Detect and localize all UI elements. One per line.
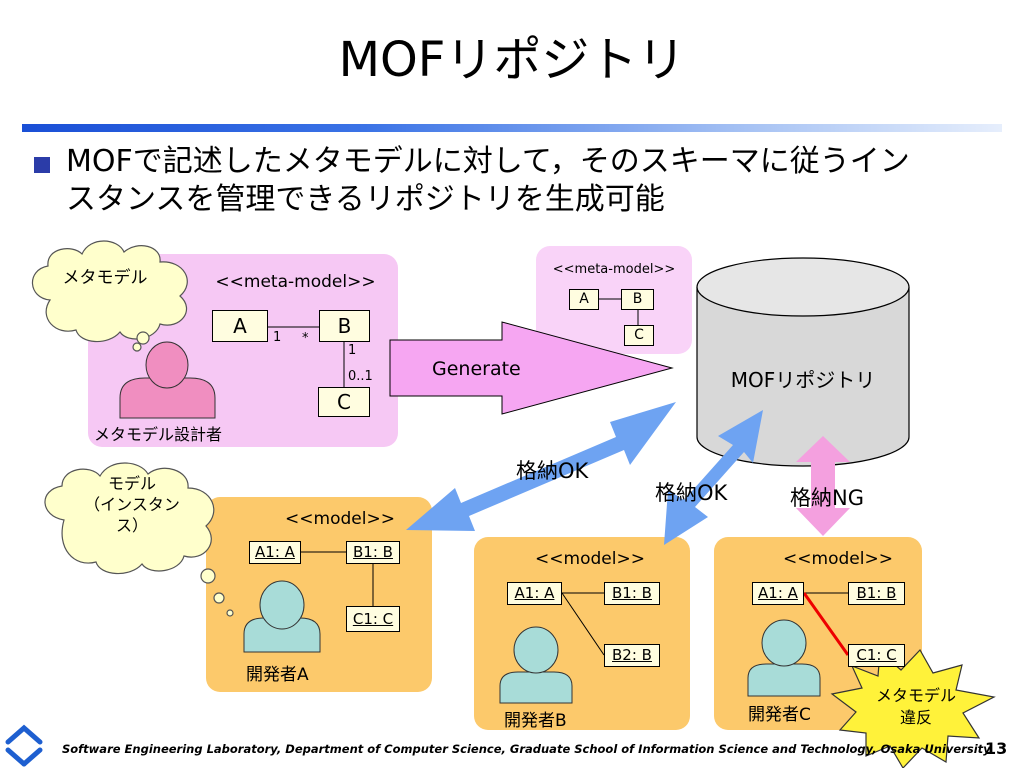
repo-class-c-box: C bbox=[624, 325, 654, 346]
repo-metamodel-panel bbox=[536, 246, 692, 354]
class-c-box: C bbox=[318, 387, 370, 417]
developer-a-object-c1: C1: C bbox=[346, 606, 400, 632]
metamodel-thought-cloud-icon bbox=[31, 240, 188, 352]
violation-line-1: メタモデル bbox=[875, 686, 956, 705]
violation-label: メタモデル 違反 bbox=[866, 685, 966, 729]
developer-b-object-a1: A1: A bbox=[507, 582, 562, 605]
store-ng-label: 格納NG bbox=[790, 486, 864, 510]
bullet-text: MOFで記述したメタモデルに対して，そのスキーマに従うイン スタンスを管理できる… bbox=[66, 143, 1006, 219]
repository-label: MOFリポジトリ bbox=[730, 368, 876, 392]
model-cloud-line-2: （インスタン bbox=[84, 495, 180, 514]
bullet-square-icon bbox=[34, 157, 50, 173]
developer-c-object-c1: C1: C bbox=[848, 644, 905, 667]
developer-c-object-a1: A1: A bbox=[752, 582, 804, 605]
repo-class-a-box: A bbox=[569, 289, 599, 310]
developer-c-stereotype: <<model>> bbox=[783, 549, 893, 569]
model-thought-cloud-icon bbox=[44, 462, 234, 617]
metamodel-cloud-label: メタモデル bbox=[62, 268, 148, 288]
developer-b-object-b2: B2: B bbox=[604, 644, 660, 667]
class-a-box: A bbox=[212, 310, 268, 342]
developer-c-person-icon bbox=[747, 619, 821, 697]
model-cloud-label: モデル （インスタン ス） bbox=[68, 473, 196, 536]
multiplicity-a: 1 bbox=[273, 330, 282, 345]
page-number: 13 bbox=[985, 739, 1008, 758]
model-cloud-line-3: ス） bbox=[115, 516, 148, 535]
model-cloud-line-1: モデル bbox=[107, 474, 156, 493]
developer-a-person-icon bbox=[243, 580, 321, 653]
store-ok-label-b: 格納OK bbox=[655, 481, 728, 505]
store-ok-label-a: 格納OK bbox=[516, 459, 589, 483]
repo-metamodel-stereotype: <<meta-model>> bbox=[552, 262, 676, 277]
violation-starburst-icon bbox=[830, 648, 996, 768]
multiplicity-bc-bottom: 0..1 bbox=[348, 369, 373, 384]
link-a1-b2-b bbox=[561, 592, 605, 656]
store-ng-arrow-icon bbox=[796, 436, 850, 536]
title-divider bbox=[22, 124, 1002, 132]
violation-line-2: 違反 bbox=[899, 708, 932, 727]
developer-a-object-b1: B1: B bbox=[346, 541, 400, 564]
metamodel-stereotype: <<meta-model>> bbox=[215, 272, 376, 292]
store-ok-arrow-b-icon bbox=[664, 410, 763, 545]
developer-a-stereotype: <<model>> bbox=[285, 509, 395, 529]
developer-b-stereotype: <<model>> bbox=[535, 549, 645, 569]
store-ok-arrow-a-icon bbox=[406, 402, 676, 531]
bullet-line-2: スタンスを管理できるリポジトリを生成可能 bbox=[66, 182, 665, 217]
footer-text: Software Engineering Laboratory, Departm… bbox=[62, 742, 991, 756]
generate-label: Generate bbox=[432, 358, 521, 380]
developer-a-object-a1: A1: A bbox=[249, 541, 301, 564]
developer-b-person-icon bbox=[499, 626, 573, 704]
multiplicity-b: * bbox=[302, 331, 309, 346]
violation-link-a1-c1 bbox=[802, 592, 850, 656]
class-b-box: B bbox=[319, 310, 370, 342]
designer-person-icon bbox=[119, 341, 216, 419]
bullet-line-1: MOFで記述したメタモデルに対して，そのスキーマに従うイン bbox=[66, 144, 910, 179]
multiplicity-bc-top: 1 bbox=[348, 343, 357, 358]
repo-class-b-box: B bbox=[621, 289, 654, 310]
page-title: MOFリポジトリ bbox=[338, 32, 686, 88]
developer-c-label: 開発者C bbox=[748, 705, 811, 725]
developer-a-panel bbox=[206, 497, 432, 692]
developer-b-object-b1: B1: B bbox=[604, 582, 660, 605]
developer-a-label: 開発者A bbox=[246, 665, 309, 685]
developer-c-object-b1: B1: B bbox=[848, 582, 905, 605]
generate-arrow-icon bbox=[389, 321, 674, 415]
designer-label: メタモデル設計者 bbox=[94, 425, 223, 444]
developer-b-label: 開発者B bbox=[504, 711, 567, 731]
